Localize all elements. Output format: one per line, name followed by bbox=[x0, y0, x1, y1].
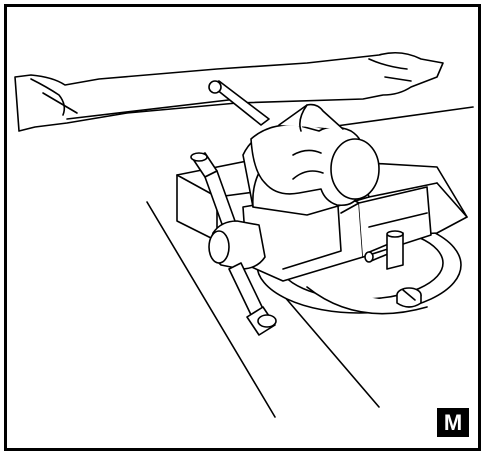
figure-frame: M bbox=[4, 4, 481, 451]
illustration bbox=[14, 51, 474, 418]
figure-label-badge: M bbox=[437, 408, 469, 437]
hand-icon bbox=[250, 103, 380, 207]
vise-handle-icon bbox=[208, 80, 270, 126]
vise-handle-icon bbox=[190, 152, 277, 336]
